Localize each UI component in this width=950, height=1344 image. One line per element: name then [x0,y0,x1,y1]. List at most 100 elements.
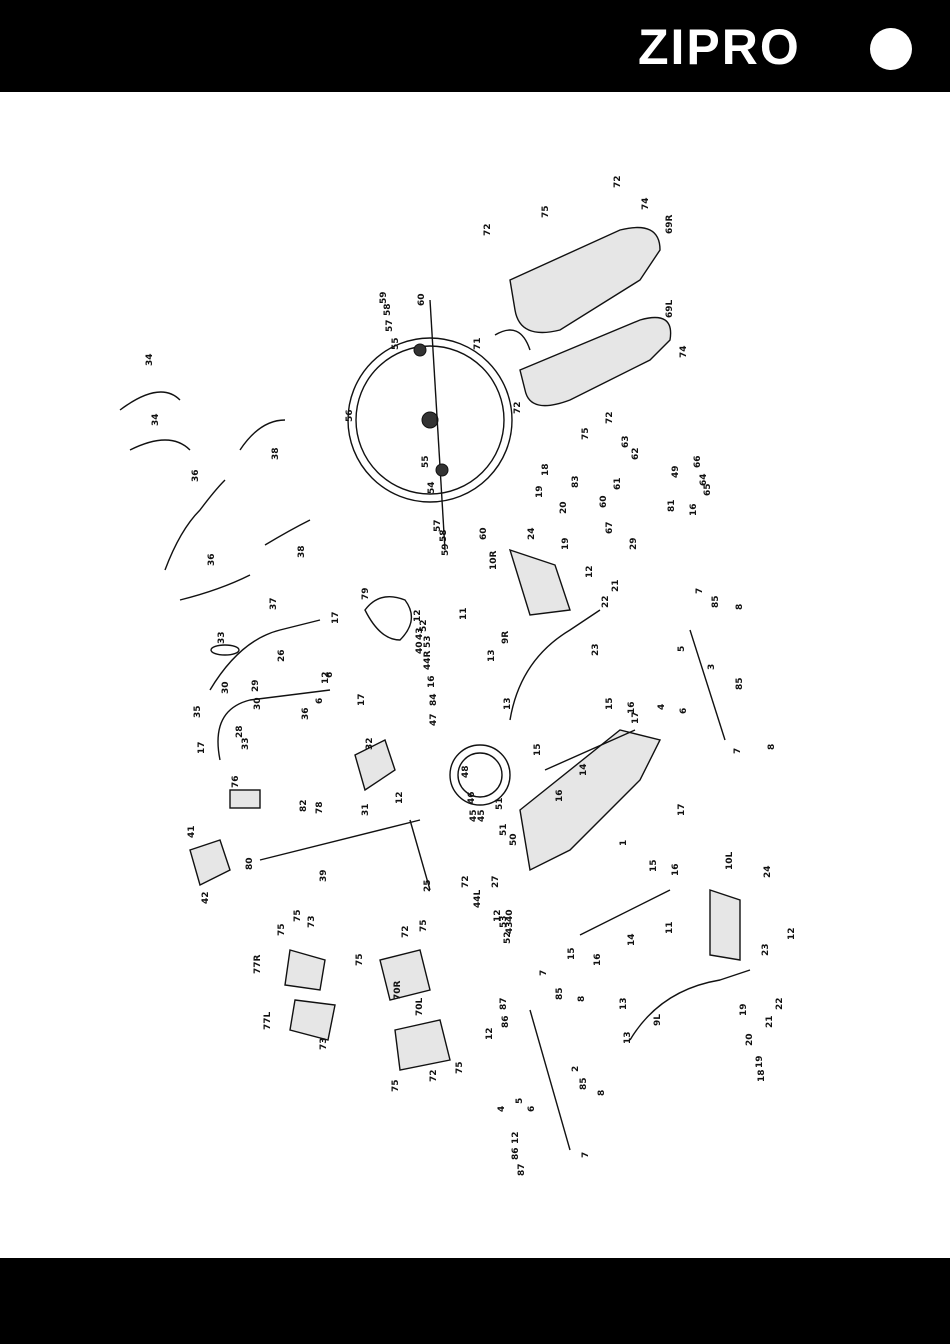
footer-bar [0,1258,950,1344]
part-label: 16 [689,503,699,516]
part-label: 10R [489,550,499,570]
part-label: 40 [505,909,515,922]
part-label: 75 [541,205,551,218]
part-label: 56 [345,409,355,422]
part-label: 23 [761,943,771,956]
arm-9r [509,609,601,721]
arm-9l [629,969,751,1041]
part-label: 9R [501,631,511,644]
grip-38-a [239,419,286,451]
flywheel-56 [347,337,513,503]
part-label: 74 [679,345,689,358]
part-label: 75 [391,1079,401,1092]
part-label: 77R [253,954,263,974]
grip-34-b [129,439,191,451]
part-label: 29 [251,679,261,692]
part-label: 43 [415,627,425,640]
part-label: 18 [541,463,551,476]
part-label: 59 [441,543,451,556]
part-label: 12 [511,1131,521,1144]
handlebar-36-b [179,574,251,601]
part-label: 86 [511,1147,521,1160]
stabilizer-2 [529,1009,571,1151]
axle-54 [429,299,446,551]
part-label: 34 [151,413,161,426]
part-label: 53 [499,915,509,928]
cover-69r [509,226,661,334]
part-label: 19 [535,485,545,498]
part-label: 57 [433,519,443,532]
part-label: 12 [485,1027,495,1040]
part-label: 11 [459,607,469,620]
flywheel-56-inner [355,345,505,495]
part-label: 75 [419,919,429,932]
part-label: 18 [757,1069,767,1082]
part-label: 59 [379,291,389,304]
part-label: 87 [517,1163,527,1176]
part-label: 12 [413,609,423,622]
flywheel-hub [421,411,439,429]
part-label: 81 [667,499,677,512]
part-label: 4 [657,704,667,710]
part-label: 71 [473,337,483,350]
part-label: 15 [533,743,543,756]
part-label: 30 [253,697,263,710]
part-label: 36 [191,469,201,482]
part-label: 75 [355,953,365,966]
part-label: 86 [501,1015,511,1028]
part-label: 6 [527,1106,537,1112]
part-label: 16 [427,675,437,688]
part-label: 19 [739,1003,749,1016]
part-label: 21 [611,579,621,592]
part-label: 12 [395,791,405,804]
grip-38-b [264,519,311,546]
part-label: 43 [505,921,515,934]
part-label: 38 [271,447,281,460]
header-bar: ZIPRO [0,0,950,92]
part-label: 77L [263,1011,273,1030]
part-label: 66 [693,455,703,468]
part-label: 15 [605,697,615,710]
part-label: 17 [677,803,687,816]
part-label: 35 [193,705,203,718]
cover-77r [284,949,326,991]
sensor-33 [210,644,240,656]
part-label: 51 [499,823,509,836]
pedal-10l [709,889,741,961]
part-label: 28 [235,725,245,738]
belt-71 [494,329,531,351]
pulley-48 [449,744,511,806]
part-label: 54 [427,481,437,494]
part-label: 62 [631,447,641,460]
part-label: 75 [455,1061,465,1074]
part-label: 85 [555,987,565,1000]
part-label: 26 [277,649,287,662]
cover-70l [394,1019,451,1071]
cover-77l [289,999,336,1041]
part-label: 37 [269,597,279,610]
part-label: 40 [415,641,425,654]
part-label: 1 [619,840,629,846]
part-label: 69L [665,299,675,318]
part-label: 19 [561,537,571,550]
part-label: 22 [775,997,785,1010]
part-label: 7 [695,588,705,594]
part-label: 70R [393,980,403,1000]
part-label: 33 [217,631,227,644]
bracket-31 [354,739,396,792]
part-label: 75 [581,427,591,440]
part-label: 9L [653,1014,663,1026]
handlebar-36-a [164,479,226,571]
part-label: 55 [391,337,401,350]
part-label: 72 [613,175,623,188]
post-25 [409,819,431,891]
part-label: 8 [597,1090,607,1096]
part-label: 36 [301,707,311,720]
part-label: 87 [499,997,509,1010]
part-label: 58 [383,303,393,316]
pulley-48-inner [457,752,503,798]
part-label: 85 [711,595,721,608]
belt-79 [364,596,413,641]
